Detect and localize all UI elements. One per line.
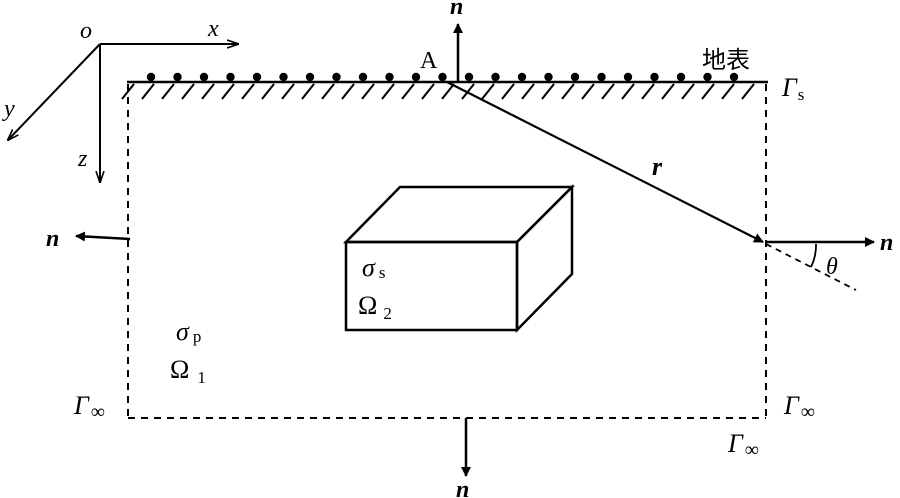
point-a-label: A	[420, 48, 438, 74]
hatch-mark	[141, 83, 155, 100]
hatch-mark	[661, 83, 675, 100]
normal-bottom-label: n	[456, 477, 469, 498]
hatch-mark	[441, 83, 455, 100]
hatch-mark	[301, 83, 315, 100]
hatch-mark	[701, 83, 715, 100]
hatch-mark	[121, 83, 135, 100]
electrode-dot	[411, 72, 421, 82]
electrode-dot	[464, 72, 474, 82]
box-top-face	[343, 185, 576, 244]
hatch-mark	[541, 83, 555, 100]
theta-extension-line	[765, 243, 857, 291]
hatch-mark	[341, 83, 355, 100]
y-axis-label: y	[2, 96, 15, 122]
anomaly-box	[343, 183, 576, 334]
electrode-dot	[729, 72, 739, 82]
electrode-dot	[650, 72, 659, 82]
electrode-dot	[358, 72, 368, 82]
hatch-mark	[181, 83, 195, 100]
surface-electrodes	[146, 72, 739, 82]
r-vector	[446, 81, 764, 243]
hatch-mark	[621, 83, 635, 100]
hatch-mark	[321, 83, 335, 100]
hatch-mark	[741, 83, 755, 100]
hatch-mark	[221, 83, 235, 100]
gamma-inf-left-label: Γ∞	[73, 391, 105, 423]
electrode-dot	[438, 72, 447, 82]
ground-surface	[121, 72, 768, 100]
electrode-dot	[279, 72, 288, 82]
normal-left-label: n	[46, 226, 59, 252]
normal-top-label: n	[450, 0, 463, 20]
hatch-mark	[281, 83, 295, 100]
theta-arc	[810, 243, 817, 268]
hatch-mark	[401, 83, 415, 100]
electrode-dot	[623, 72, 633, 82]
gamma-s-label: Γs	[781, 73, 804, 104]
electrode-dot	[146, 72, 156, 82]
normal-vectors: n n n n	[46, 0, 893, 498]
electrode-dot	[570, 72, 580, 82]
y-axis	[8, 43, 101, 140]
hatch-mark	[501, 83, 515, 100]
hatch-mark	[161, 83, 175, 100]
hatch-mark	[641, 83, 655, 100]
electrode-dot	[332, 72, 341, 82]
surface-hatching	[121, 83, 755, 100]
coordinate-axes: o x y z	[2, 16, 238, 182]
electrode-dot	[226, 72, 235, 82]
electrode-dot	[252, 72, 262, 82]
electrode-dot	[491, 72, 500, 82]
hatch-mark	[241, 83, 255, 100]
surface-label: 地表	[702, 46, 750, 74]
electrode-dot	[385, 72, 394, 82]
normal-left	[75, 231, 131, 242]
hatch-mark	[581, 83, 595, 100]
hatch-mark	[261, 83, 275, 100]
electrode-dot	[597, 72, 606, 82]
hatch-mark	[721, 83, 735, 100]
gamma-inf-right-label: Γ∞	[783, 391, 815, 423]
box-side-face	[515, 183, 574, 334]
hatch-mark	[601, 83, 615, 100]
r-vector-label: r	[652, 152, 663, 181]
electrode-dot	[305, 72, 315, 82]
hatch-mark	[361, 83, 375, 100]
theta-label: θ	[826, 254, 838, 280]
hatch-mark	[481, 83, 495, 100]
hatch-mark	[381, 83, 395, 100]
infinity-boundary	[127, 84, 767, 419]
hatch-mark	[421, 83, 435, 100]
electrode-dot	[199, 72, 209, 82]
hatch-mark	[681, 83, 695, 100]
hatch-mark	[521, 83, 535, 100]
electrode-dot	[703, 72, 712, 82]
electrode-dot	[173, 72, 182, 82]
z-axis-label: z	[77, 146, 88, 172]
origin-label: o	[80, 18, 92, 44]
normal-right-label: n	[880, 230, 893, 256]
gamma-inf-bottom-label: Γ∞	[727, 429, 759, 461]
electrode-dot	[517, 72, 527, 82]
hatch-mark	[201, 83, 215, 100]
hatch-mark	[561, 83, 575, 100]
electrode-dot	[676, 72, 686, 82]
electrode-dot	[544, 72, 553, 82]
x-axis-label: x	[207, 16, 219, 42]
